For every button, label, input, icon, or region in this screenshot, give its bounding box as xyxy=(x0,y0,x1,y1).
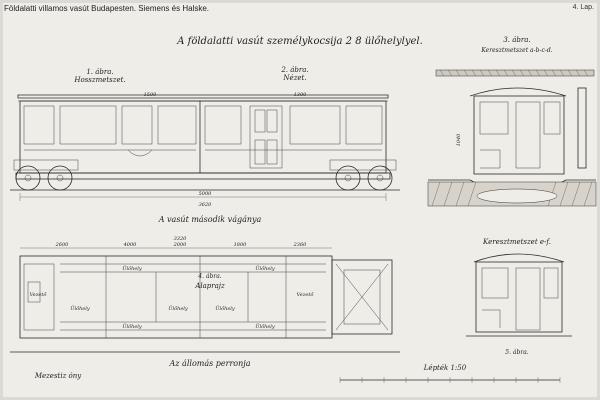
cross-section-ef-title: Keresztmetszet e-f. xyxy=(482,238,551,246)
dimension-label: 1300 xyxy=(294,92,308,98)
window xyxy=(345,105,383,145)
wheel xyxy=(335,165,361,191)
room-label: Ülőhely xyxy=(255,323,275,330)
fig2-subtitle: Nézet. xyxy=(282,74,306,82)
dimension-label: 2360 xyxy=(293,242,308,248)
window xyxy=(23,105,55,145)
door-panel xyxy=(254,109,266,133)
dimension-label: 3620 xyxy=(199,202,213,208)
door xyxy=(121,105,153,145)
fig4-label: 4. ábra. xyxy=(197,273,221,280)
window xyxy=(204,105,242,145)
fig2-label: 2. ábra. xyxy=(280,66,308,74)
room-label: Ülőhely xyxy=(255,265,275,272)
dimension-label: 1500 xyxy=(144,92,158,98)
platform-label: Az állomás perronja xyxy=(169,359,251,368)
drainage-channel xyxy=(476,188,558,204)
dimension-label: 2600 xyxy=(55,242,70,248)
tunnel-ceiling xyxy=(435,69,595,77)
wheel-hub xyxy=(376,174,384,182)
sheet-caption: Földalatti villamos vasút Budapesten. Si… xyxy=(4,4,209,13)
fig5-label: 5. ábra. xyxy=(505,349,528,356)
window xyxy=(479,101,509,135)
car-roof xyxy=(473,253,565,263)
ground-plan-label: Alaprajz xyxy=(194,282,225,290)
ceiling-hatch xyxy=(439,69,589,77)
room-label: Ülőhely xyxy=(122,265,142,272)
dimension-label: 1040 xyxy=(456,133,462,147)
dimension-label: 2000 xyxy=(173,242,188,248)
side-view-label: Mezestiz óny xyxy=(34,372,82,380)
seat xyxy=(480,149,501,169)
dimension-label: 4000 xyxy=(123,242,138,248)
door-panel xyxy=(266,109,278,133)
car-section xyxy=(475,261,563,333)
door-panel xyxy=(254,139,266,165)
dimension-label: 5000 xyxy=(199,191,213,197)
bogie-cross xyxy=(335,263,389,331)
fig1-subtitle: Hosszmetszet. xyxy=(73,76,125,84)
scale-ticks xyxy=(339,377,561,383)
roof-line xyxy=(17,94,389,99)
wheel-hub xyxy=(24,174,32,182)
plan-outline xyxy=(19,255,333,339)
room-label: Ülőhely xyxy=(168,305,188,312)
bogie-plan xyxy=(331,259,393,335)
dimension-label: 3320 xyxy=(174,236,188,242)
door-panel xyxy=(266,139,278,165)
window xyxy=(289,105,341,145)
wheel-hub xyxy=(344,174,352,182)
scale-label: Lépték 1:50 xyxy=(423,364,467,372)
room-label: Vezető xyxy=(30,291,48,298)
car-section xyxy=(473,95,565,175)
door xyxy=(249,105,283,169)
wheel-hub xyxy=(56,174,64,182)
door xyxy=(515,101,541,169)
scale-bar: Lépték 1:50 xyxy=(339,364,561,383)
ground-plan: Alaprajz 4. ábra. Vezető Ülőhely Ülőhely… xyxy=(19,236,393,339)
left-bogie xyxy=(13,159,79,191)
cross-section-abcd: 3. ábra. Keresztmetszet a-b-c-d. 1040 xyxy=(427,36,597,207)
second-track-label: A vasút második vágánya xyxy=(158,215,262,224)
wheel xyxy=(47,165,73,191)
room-label: Vezető xyxy=(297,291,315,298)
dimension-label: 1800 xyxy=(234,242,248,248)
room-label: Ülőhely xyxy=(122,323,142,330)
page-marker: 4. Lap. xyxy=(572,4,594,11)
fig1-label: 1. ábra. xyxy=(86,68,113,76)
window xyxy=(543,267,559,299)
window xyxy=(59,105,117,145)
cross-section-ef: Keresztmetszet e-f. 5. ábra. xyxy=(466,238,572,356)
bogie-frame xyxy=(329,159,397,171)
car-roof xyxy=(469,87,567,97)
bogie-frame xyxy=(13,159,79,171)
room-label: Ülőhely xyxy=(70,305,90,312)
wheel xyxy=(15,165,41,191)
door xyxy=(515,267,541,331)
longitudinal-view: 1. ábra. Hosszmetszet. 2. ábra. Nézet. xyxy=(10,66,400,208)
driver-cab xyxy=(23,263,55,331)
support-column xyxy=(577,87,587,169)
window xyxy=(481,267,509,299)
wheel xyxy=(367,165,393,191)
fig3-label: 3. ábra. xyxy=(503,36,530,44)
bogie-inner xyxy=(343,269,381,325)
drawing-title: A földalatti vasút személykocsija 2 8 ül… xyxy=(176,36,423,47)
arch xyxy=(127,149,153,157)
window xyxy=(543,101,561,135)
window xyxy=(157,105,197,145)
controller xyxy=(27,281,41,303)
car-body xyxy=(19,100,387,174)
fig3-subtitle: Keresztmetszet a-b-c-d. xyxy=(480,47,552,54)
room-label: Ülőhely xyxy=(215,305,235,312)
seat xyxy=(482,309,501,328)
